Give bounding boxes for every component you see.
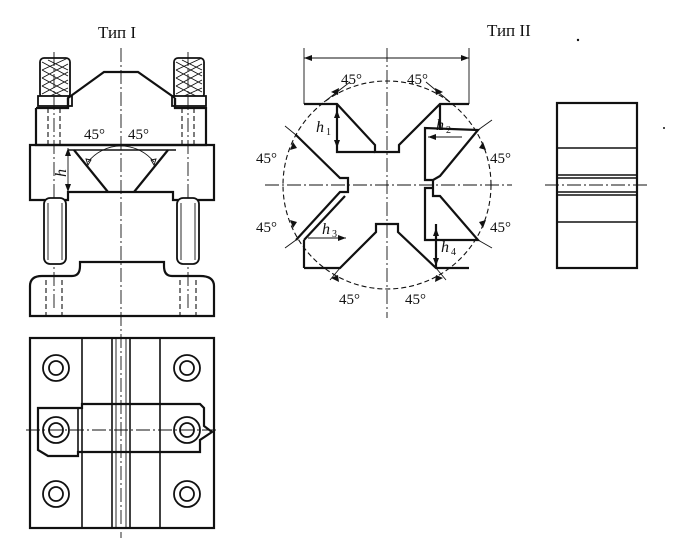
angle-bottom-left: 45° bbox=[339, 292, 360, 308]
type1-angle-left: 45° bbox=[84, 127, 105, 143]
type1-dim-h: h bbox=[53, 169, 70, 177]
type2-main-view: h 1 h 2 h 3 h 4 45° 45° 45° 45° 45° 45° bbox=[256, 48, 512, 318]
h2-subscript: 2 bbox=[446, 125, 451, 136]
right-threaded-screw bbox=[176, 197, 200, 265]
h2-label: h bbox=[436, 117, 444, 134]
h1-subscript: 1 bbox=[326, 127, 331, 138]
title-type-1: Тип I bbox=[98, 23, 136, 42]
type1-plan-view bbox=[26, 336, 218, 530]
title-type-2: Тип II bbox=[487, 21, 531, 40]
plan-holes bbox=[42, 354, 201, 508]
h3-subscript: 3 bbox=[332, 229, 337, 240]
h1-label: h bbox=[316, 119, 324, 136]
angle-left-bottom: 45° bbox=[256, 220, 277, 236]
angle-top-left: 45° bbox=[341, 72, 362, 88]
right-knurled-screw-head bbox=[171, 57, 207, 107]
type1-angle-right: 45° bbox=[128, 127, 149, 143]
left-knurled-screw-head bbox=[37, 57, 73, 107]
angle-left-top: 45° bbox=[256, 151, 277, 167]
angle-top-right: 45° bbox=[407, 72, 428, 88]
type2-dashed-circle bbox=[282, 80, 492, 290]
type2-side-view bbox=[545, 101, 649, 270]
angle-bottom-right: 45° bbox=[405, 292, 426, 308]
h4-label: h bbox=[441, 239, 449, 256]
type1-front-view: 45° 45° h bbox=[28, 48, 216, 538]
angle-right-bottom: 45° bbox=[490, 220, 511, 236]
h3-label: h bbox=[322, 221, 330, 238]
angle-right-top: 45° bbox=[490, 151, 511, 167]
left-threaded-screw bbox=[43, 197, 67, 265]
h4-subscript: 4 bbox=[451, 247, 456, 258]
